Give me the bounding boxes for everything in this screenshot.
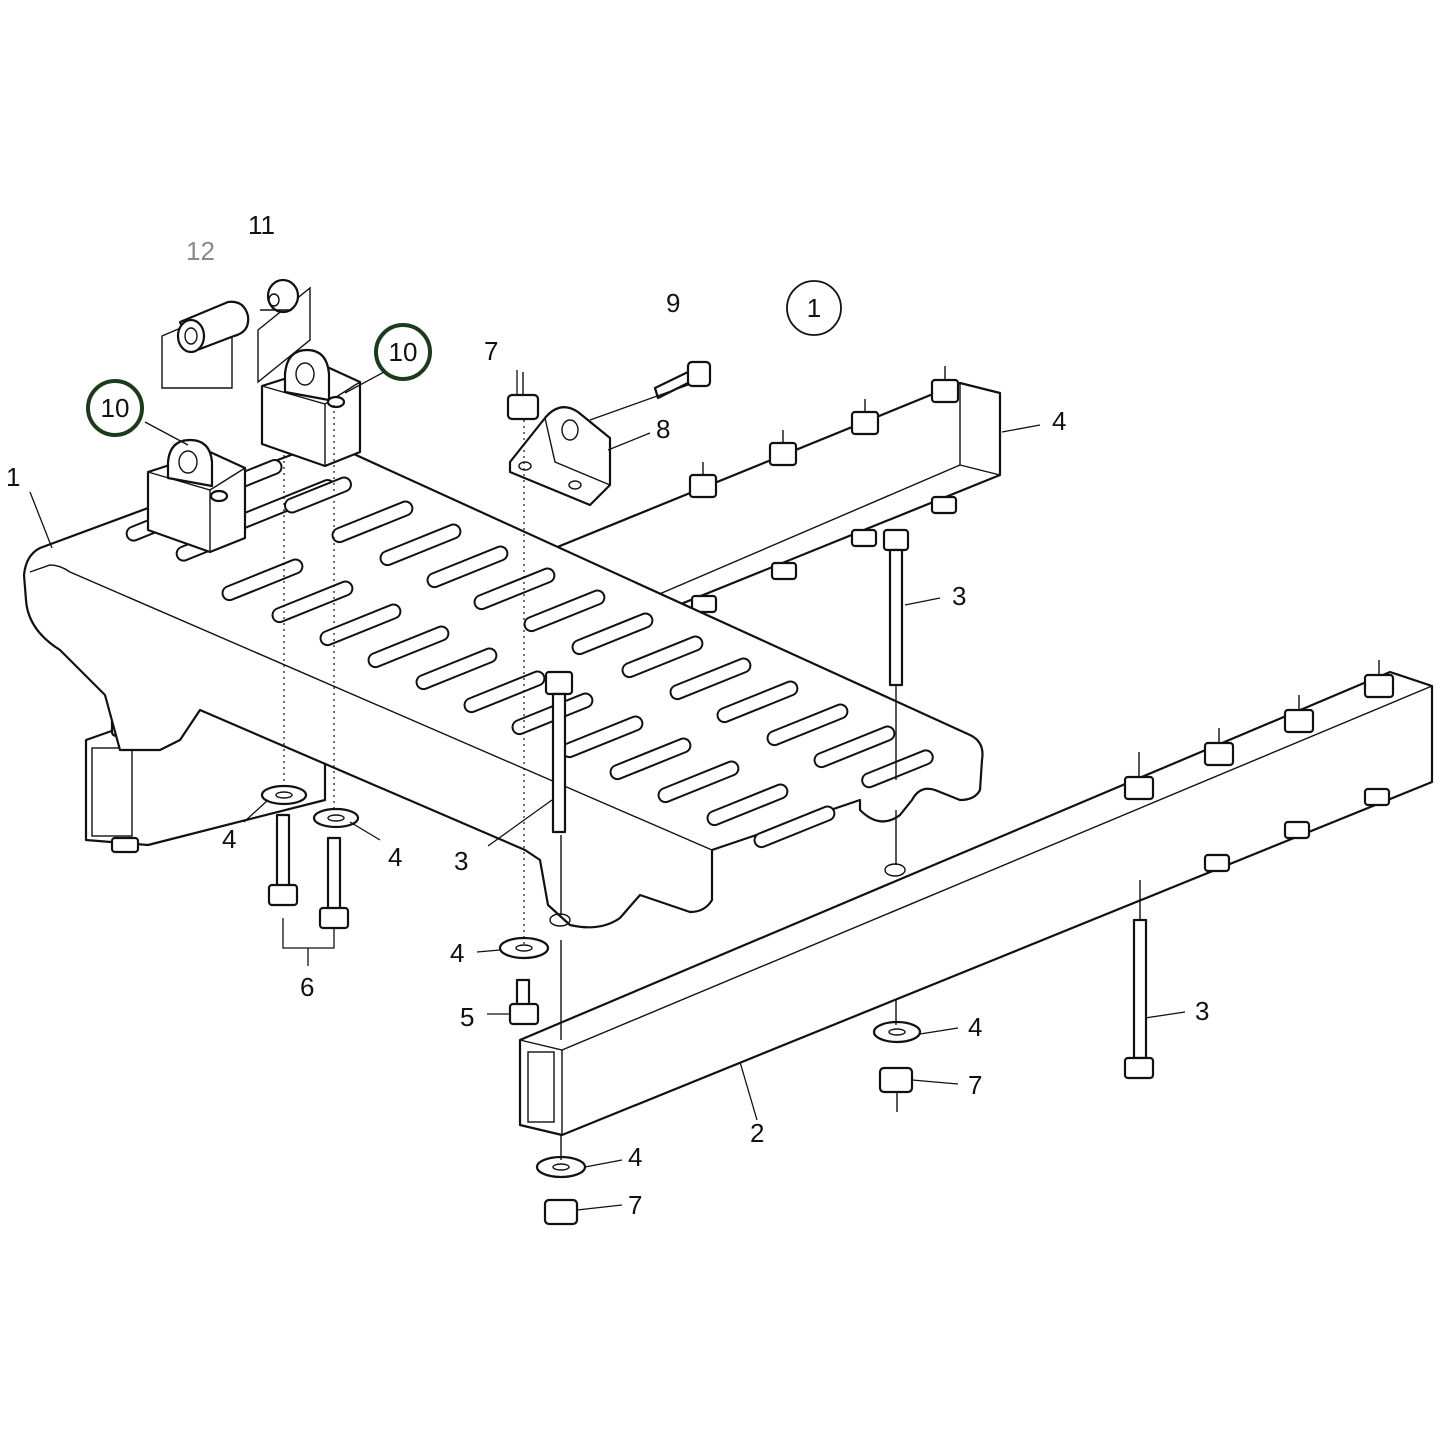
leader-lines: [29, 370, 1186, 1211]
callout-4-rear-bar: 4: [1052, 406, 1066, 436]
bolt-3-front: [1123, 918, 1155, 1080]
callout-5: 5: [460, 1002, 474, 1032]
callout-6: 6: [300, 972, 314, 1002]
platform-slots: [125, 459, 934, 849]
bolt-3-rear: [882, 528, 910, 687]
platform-plate: [22, 444, 984, 929]
circled-callout-10-left-text: 10: [101, 393, 130, 423]
callout-3-rear: 3: [952, 581, 966, 611]
bolt-6-left: [267, 813, 299, 907]
circled-callout-1-text: 1: [807, 293, 821, 323]
hinge-block-right: [260, 348, 362, 468]
nut-front-left: [543, 1198, 579, 1226]
callout-11: 11: [248, 210, 275, 240]
callout-4-front-left: 4: [628, 1142, 642, 1172]
washer-left: [260, 784, 308, 806]
hinge-block-left: [146, 438, 247, 554]
nut-front-mid: [878, 1066, 914, 1094]
bolt-9: [589, 360, 712, 421]
callout-8: 8: [656, 414, 670, 444]
circled-callout-10-right-text: 10: [389, 337, 418, 367]
mount-bracket: [508, 406, 612, 507]
washer-right: [312, 807, 360, 829]
callout-4-center: 4: [450, 938, 464, 968]
callout-labels: 1 12 11 7 9 8 4 3 3 3 4 4 6 4 5 4 7 2 4 …: [6, 210, 1209, 1220]
circled-callout-1: 1: [786, 280, 842, 336]
callout-1: 1: [6, 462, 20, 492]
callout-4-right: 4: [388, 842, 402, 872]
pin-washer: [257, 278, 311, 384]
washer-center: [498, 936, 550, 960]
callout-9: 9: [666, 288, 680, 318]
callout-3-front: 3: [1195, 996, 1209, 1026]
circled-callout-10-left: 10: [86, 379, 144, 437]
bolt-5: [508, 978, 540, 1026]
pin-sleeve: [161, 300, 250, 389]
callout-4-front-mid: 4: [968, 1012, 982, 1042]
callout-7-top: 7: [484, 336, 498, 366]
nut-top: [506, 372, 540, 421]
rear-cross-bar: [553, 366, 1002, 642]
alignment-lines: [283, 405, 1141, 1160]
callout-3-center: 3: [454, 846, 468, 876]
callout-12: 12: [186, 236, 215, 266]
callout-4-left: 4: [222, 824, 236, 854]
washer-front-mid: [872, 1020, 922, 1044]
circled-callout-10-right: 10: [374, 323, 432, 381]
callout-2: 2: [750, 1118, 764, 1148]
front-cross-bar: [518, 660, 1434, 1137]
bolt-3-center: [544, 670, 574, 834]
callout-7-front-mid: 7: [968, 1070, 982, 1100]
bolt-6-right: [318, 836, 350, 930]
callout-7-front-left: 7: [628, 1190, 642, 1220]
